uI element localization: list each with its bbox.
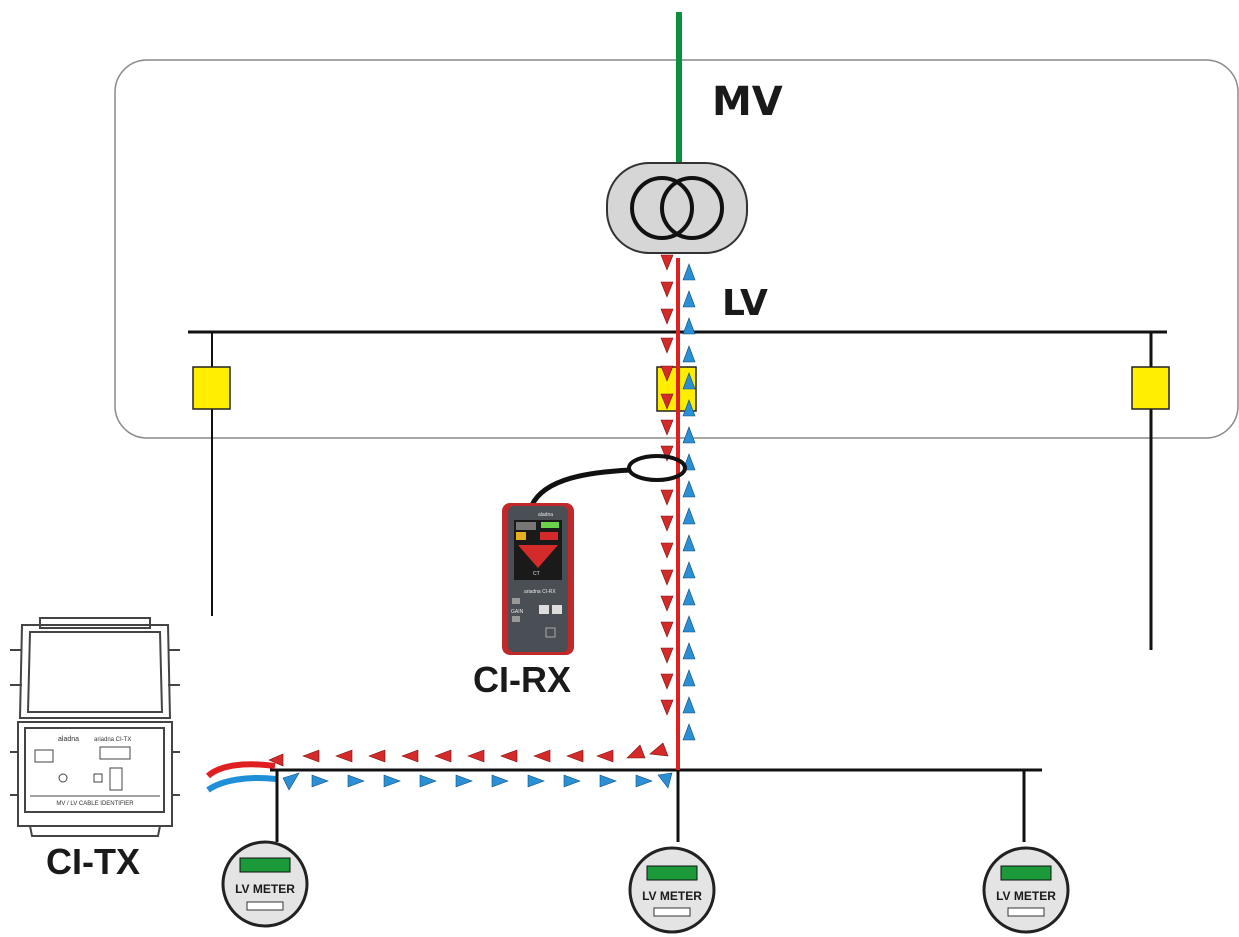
ct-cable: [529, 467, 632, 507]
ci-rx-label: CI-RX: [473, 659, 571, 700]
svg-text:LV METER: LV METER: [996, 889, 1056, 903]
signal-right-arrows: [282, 772, 673, 791]
ci-tx-caption: MV / LV CABLE IDENTIFIER: [56, 801, 134, 807]
svg-text:LV METER: LV METER: [642, 889, 702, 903]
ci-tx-cable-neutral: [206, 775, 277, 793]
transformer-icon: [606, 162, 748, 254]
lv-meter-3: LV METER: [982, 846, 1070, 934]
lv-label: LV: [722, 283, 768, 324]
ci-tx-label: CI-TX: [46, 841, 140, 882]
signal-up-arrows: [682, 263, 696, 741]
svg-text:LV METER: LV METER: [235, 882, 295, 896]
ci-tx-cable-phase: [205, 761, 276, 779]
lv-meter-2: LV METER: [628, 846, 716, 934]
lv-meter-1: LV METER: [221, 840, 309, 928]
ci-tx-brand: aladna: [58, 736, 79, 743]
svg-text:aladna: aladna: [538, 512, 553, 518]
svg-text:CT: CT: [533, 571, 540, 577]
ci-tx-device: [10, 617, 180, 837]
signal-left-arrows: [268, 742, 669, 767]
svg-text:GAIN: GAIN: [511, 609, 524, 615]
right-fuse: [1131, 366, 1170, 410]
svg-text:ariadna CI-RX: ariadna CI-RX: [524, 589, 556, 595]
ci-rx-device: aladna CT ariadna CI-RX GAIN: [502, 503, 574, 655]
signal-down-arrows: [660, 254, 674, 716]
left-fuse: [192, 366, 231, 410]
ci-tx-model: ariadna CI-TX: [94, 737, 131, 743]
mv-label: MV: [712, 79, 783, 125]
